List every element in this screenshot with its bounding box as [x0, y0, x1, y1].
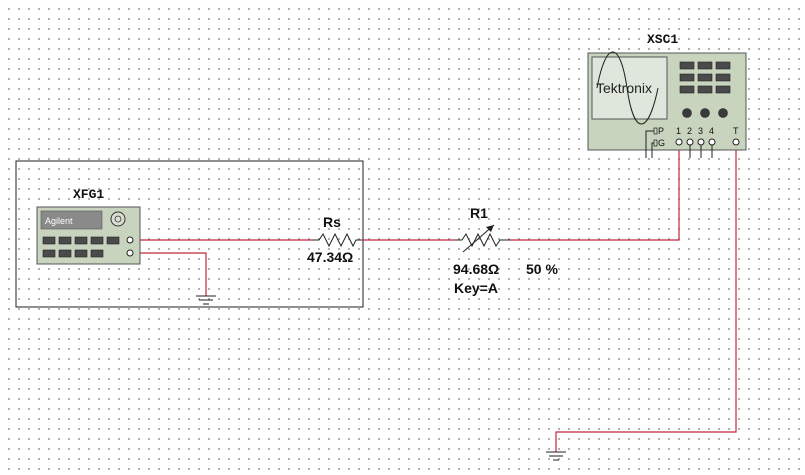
channel-label: 2 — [687, 126, 692, 136]
function-generator-brand: Agilent — [45, 216, 73, 226]
knob-icon — [718, 108, 728, 118]
r1-name: R1 — [470, 205, 488, 221]
probe-ground-label: G — [658, 138, 665, 148]
subcircuit-box — [15, 160, 364, 308]
rs-value: 47.34Ω — [307, 249, 353, 265]
wires — [137, 142, 737, 452]
oscilloscope-terminal-ch4[interactable] — [708, 138, 716, 146]
function-generator-terminal-common[interactable] — [126, 249, 134, 257]
oscilloscope-terminal-trigger[interactable] — [732, 138, 740, 146]
r1-setting: 50 % — [526, 261, 558, 277]
ground-icon — [546, 451, 566, 461]
r1-value: 94.68Ω — [453, 261, 499, 277]
oscilloscope-terminal-ch2[interactable] — [686, 138, 694, 146]
channel-label: 1 — [676, 126, 681, 136]
knob-icon — [700, 108, 710, 118]
oscilloscope[interactable]: XSC1 Tektronix P G 1 2 3 4 T — [587, 32, 747, 158]
oscilloscope-terminal-ch1[interactable] — [675, 138, 683, 146]
oscilloscope-screen — [591, 56, 668, 120]
function-generator-terminal-output[interactable] — [126, 236, 134, 244]
function-generator-display — [40, 210, 103, 230]
r1-key: Key=A — [454, 280, 498, 296]
variable-resistor-icon — [455, 232, 510, 248]
channel-label: 4 — [709, 126, 714, 136]
ground-icon — [196, 295, 216, 305]
function-generator[interactable]: XFG1 Agilent — [36, 187, 141, 265]
wire-trigger-to-ground[interactable] — [555, 142, 737, 452]
knob-icon — [682, 108, 692, 118]
function-generator-refdes: XFG1 — [73, 187, 104, 202]
oscilloscope-refdes: XSC1 — [647, 32, 678, 47]
trigger-label: T — [733, 126, 739, 136]
sine-wave-icon — [596, 51, 659, 125]
oscilloscope-brand: Tektronix — [596, 80, 652, 96]
resistor-rs[interactable]: Rs 47.34Ω — [307, 214, 362, 265]
resistor-rs-icon — [312, 232, 362, 248]
channel-label: 3 — [698, 126, 703, 136]
oscilloscope-terminal-ch3[interactable] — [697, 138, 705, 146]
rs-name: Rs — [323, 214, 341, 230]
knob-icon — [110, 211, 126, 227]
wire-r1-to-scope-ch1[interactable] — [510, 142, 680, 241]
oscilloscope-keys — [679, 61, 731, 94]
wire-fg-to-ground[interactable] — [137, 252, 207, 296]
probe-label: P — [658, 126, 664, 136]
potentiometer-r1[interactable]: R1 94.68Ω 50 % Key=A — [453, 205, 558, 296]
function-generator-keys — [42, 236, 120, 258]
